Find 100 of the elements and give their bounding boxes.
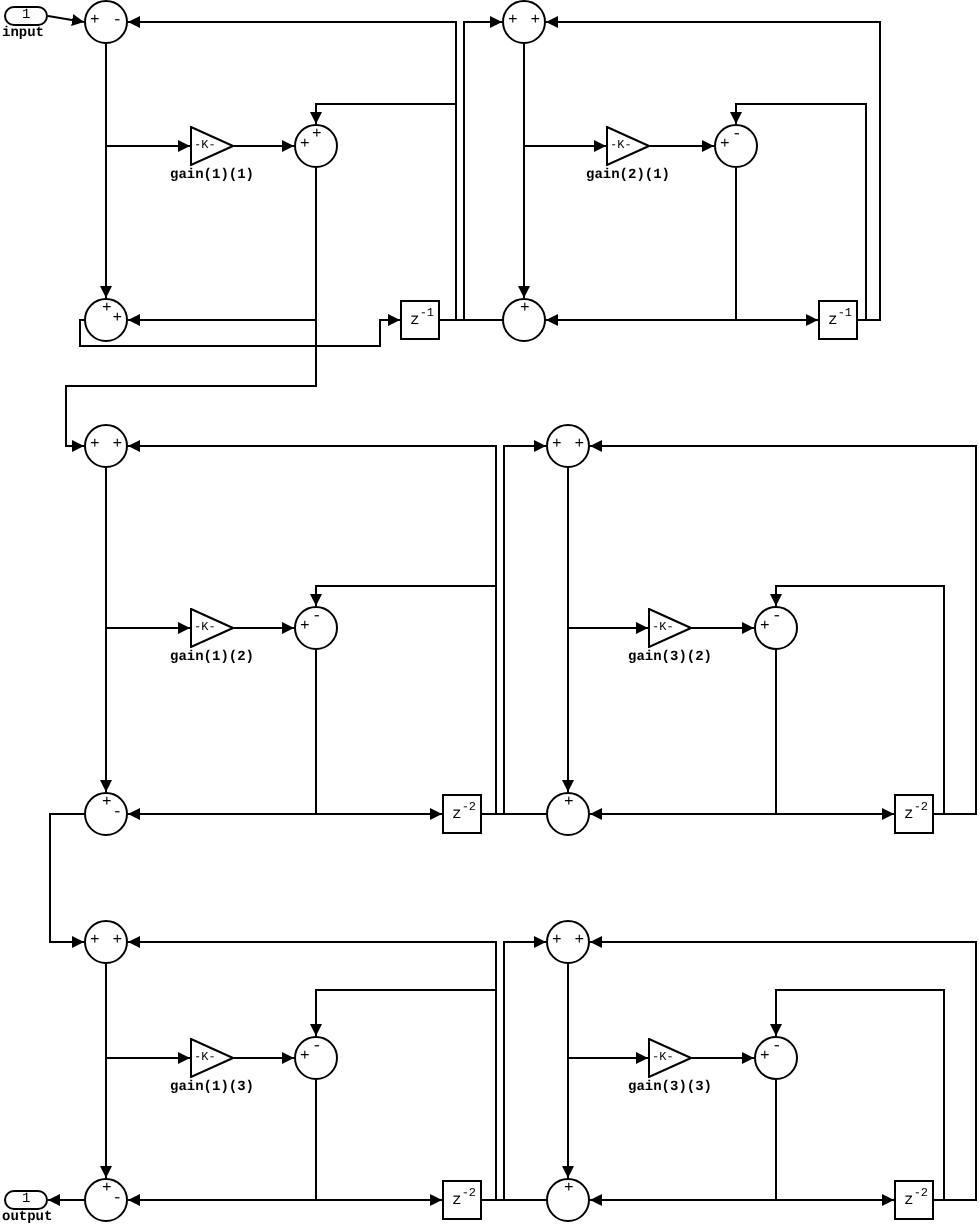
sign-label: + xyxy=(112,438,122,454)
gain-block xyxy=(606,126,650,166)
arrow xyxy=(589,936,977,1201)
arrow xyxy=(775,1079,895,1206)
arrow xyxy=(518,43,530,299)
sum-block xyxy=(546,920,590,964)
sign-label: + xyxy=(508,14,518,30)
sum-block xyxy=(294,124,338,168)
delay-label: z$^{-2}$ xyxy=(452,1192,477,1210)
arrow xyxy=(562,467,574,793)
delay-label: z$^{-2}$ xyxy=(904,1192,929,1210)
sum-block xyxy=(84,792,128,836)
gain-block xyxy=(190,126,234,166)
sum-block xyxy=(502,298,546,342)
sum-block xyxy=(84,424,128,468)
arrow xyxy=(775,649,895,820)
arrow xyxy=(49,813,85,948)
arrow xyxy=(310,989,547,1201)
sum-block xyxy=(546,792,590,836)
arrow xyxy=(100,43,112,299)
delay-block xyxy=(894,1180,934,1220)
sign-label: + xyxy=(564,796,574,812)
gain-block xyxy=(190,1038,234,1078)
delay-label: z$^{-1}$ xyxy=(828,312,853,330)
gain-block xyxy=(648,1038,692,1078)
arrow xyxy=(233,1052,295,1064)
sign-label: + xyxy=(102,302,112,318)
sign-label: + xyxy=(102,796,112,812)
port-block xyxy=(4,6,48,26)
arrow xyxy=(310,103,503,321)
arrow xyxy=(79,314,401,347)
sum-block xyxy=(502,0,546,44)
arrow xyxy=(47,1194,85,1206)
arrow xyxy=(439,16,503,321)
sum-block xyxy=(754,1036,798,1080)
sign-label: + xyxy=(90,934,100,950)
delay-label: z$^{-1}$ xyxy=(410,312,435,330)
arrow xyxy=(691,1052,755,1064)
sum-block xyxy=(546,1178,590,1222)
arrow xyxy=(65,167,317,452)
delay-block xyxy=(818,300,858,340)
delay-label: z$^{-2}$ xyxy=(904,806,929,824)
sign-label: - xyxy=(112,1192,122,1208)
sign-label: + xyxy=(300,1050,310,1066)
delay-block xyxy=(894,794,934,834)
arrow xyxy=(233,140,295,152)
arrow xyxy=(770,989,945,1201)
sign-label: + xyxy=(312,128,322,144)
sign-label: + xyxy=(564,1182,574,1198)
gain-block xyxy=(190,608,234,648)
sum-block xyxy=(84,0,128,44)
sum-block xyxy=(84,298,128,342)
sum-block xyxy=(84,920,128,964)
arrow xyxy=(233,622,295,634)
arrow xyxy=(481,440,547,815)
arrow xyxy=(649,140,715,152)
sign-label: + xyxy=(552,934,562,950)
delay-block xyxy=(442,794,482,834)
sum-block xyxy=(754,606,798,650)
arrow xyxy=(315,1079,443,1206)
arrow xyxy=(730,103,867,321)
sign-label: + xyxy=(520,302,530,318)
arrow xyxy=(770,585,945,815)
arrow xyxy=(735,167,819,326)
sign-label: - xyxy=(312,610,322,626)
sign-label: + xyxy=(530,14,540,30)
arrow xyxy=(47,14,85,26)
arrow xyxy=(562,963,574,1179)
sign-label: + xyxy=(300,620,310,636)
gain-block xyxy=(648,608,692,648)
sign-label: + xyxy=(552,438,562,454)
sign-label: + xyxy=(90,14,100,30)
arrow xyxy=(691,622,755,634)
sign-label: + xyxy=(574,934,584,950)
delay-block xyxy=(400,300,440,340)
arrow xyxy=(589,440,977,815)
sign-label: + xyxy=(760,1050,770,1066)
sign-label: + xyxy=(720,138,730,154)
arrow xyxy=(100,467,112,793)
arrow xyxy=(481,936,547,1201)
arrow xyxy=(100,963,112,1179)
delay-label: z$^{-2}$ xyxy=(452,806,477,824)
arrow xyxy=(545,16,881,321)
port-block xyxy=(4,1190,48,1210)
sign-label: + xyxy=(102,1182,112,1198)
sum-block xyxy=(294,1036,338,1080)
sign-label: + xyxy=(90,438,100,454)
sign-label: - xyxy=(772,610,782,626)
sum-block xyxy=(294,606,338,650)
sign-label: - xyxy=(112,14,122,30)
sign-label: - xyxy=(732,128,742,144)
delay-block xyxy=(442,1180,482,1220)
sign-label: + xyxy=(574,438,584,454)
arrow xyxy=(310,585,547,815)
sign-label: + xyxy=(760,620,770,636)
sign-label: + xyxy=(300,138,310,154)
sign-label: - xyxy=(772,1040,782,1056)
sign-label: - xyxy=(112,806,122,822)
arrow xyxy=(315,649,443,820)
sum-block xyxy=(546,424,590,468)
